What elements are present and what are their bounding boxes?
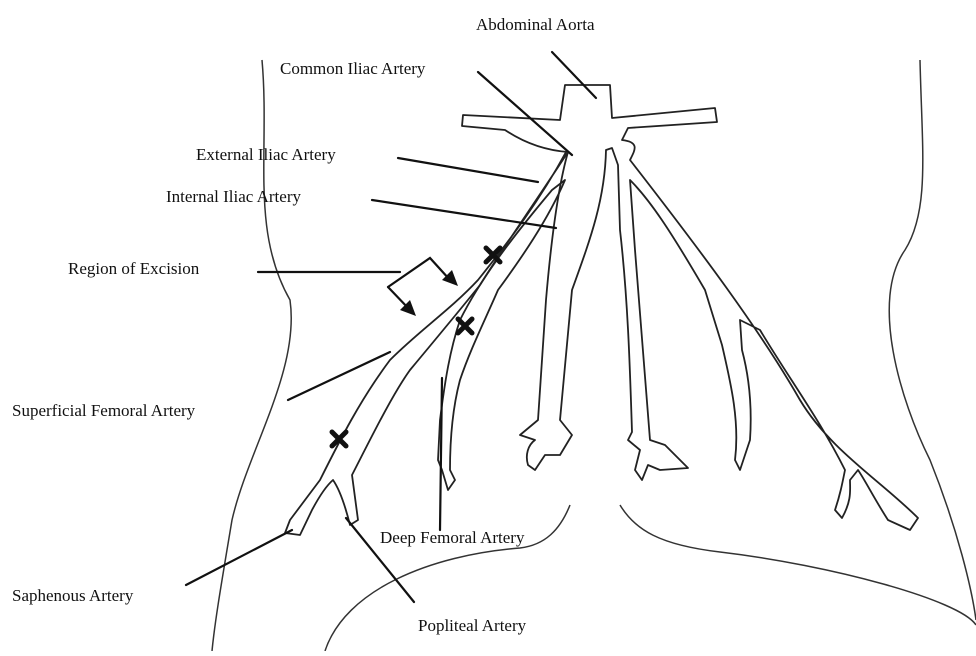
leader-deep-femoral (440, 378, 442, 530)
label-saphenous-artery: Saphenous Artery (12, 587, 133, 604)
label-region-of-excision: Region of Excision (68, 260, 199, 277)
leader-superficial-femoral (288, 352, 390, 400)
excision-marker-2 (458, 319, 472, 333)
label-external-iliac-artery: External Iliac Artery (196, 146, 336, 163)
region-of-excision-bracket (258, 258, 458, 316)
label-common-iliac-artery: Common Iliac Artery (280, 60, 425, 77)
label-deep-femoral-artery: Deep Femoral Artery (380, 529, 524, 546)
body-outline-right (889, 60, 976, 620)
label-internal-iliac-artery: Internal Iliac Artery (166, 188, 301, 205)
leader-external-iliac (398, 158, 538, 182)
leader-common-iliac (478, 72, 572, 155)
label-popliteal-artery: Popliteal Artery (418, 617, 526, 634)
external-iliac-vessel (285, 152, 566, 535)
label-superficial-femoral-artery: Superficial Femoral Artery (12, 402, 195, 419)
abdominal-aorta-vessel (462, 85, 918, 530)
leader-saphenous (186, 530, 292, 585)
label-abdominal-aorta: Abdominal Aorta (476, 16, 595, 33)
leader-abdominal-aorta (552, 52, 596, 98)
